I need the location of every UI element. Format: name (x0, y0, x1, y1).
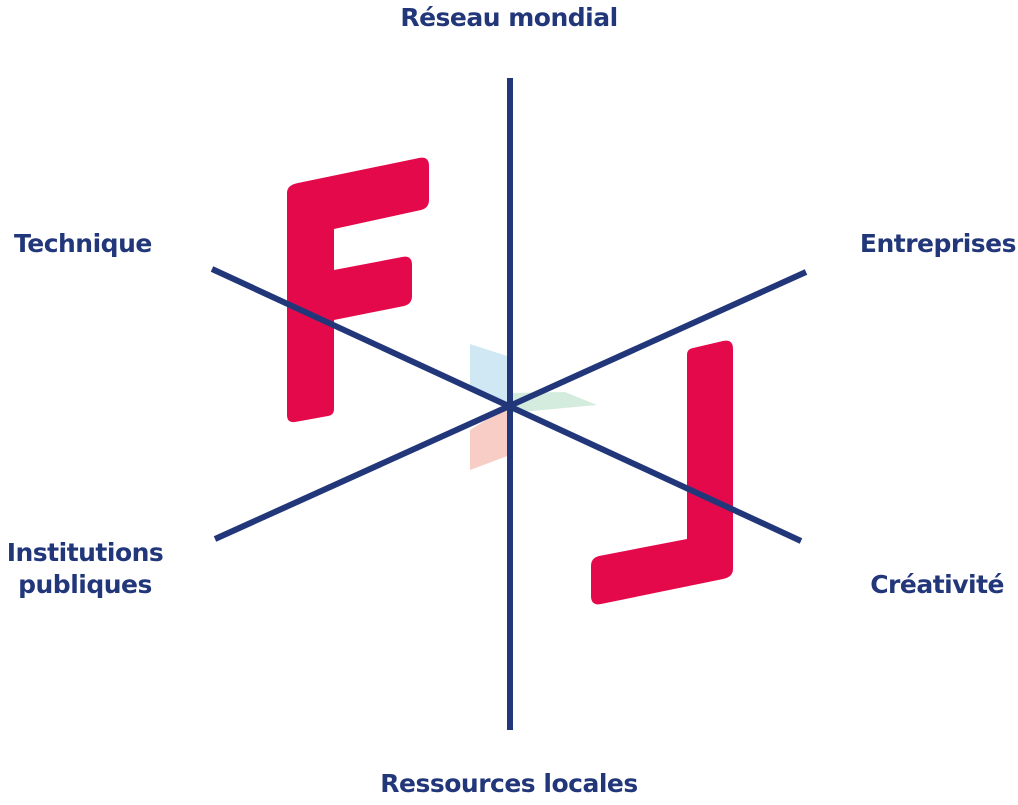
label-technique: Technique (14, 229, 152, 258)
label-institutions-line-2: publiques (18, 570, 152, 599)
label-institutions-publiques: Institutions publiques (2, 537, 168, 601)
logo-letter-f (287, 157, 429, 423)
axes (210, 78, 808, 730)
label-ressources-locales: Ressources locales (380, 769, 638, 798)
label-reseau-mondial: Réseau mondial (400, 3, 618, 32)
label-creativite: Créativité (870, 570, 1004, 599)
label-institutions-line-1: Institutions (6, 538, 164, 567)
center-accent-red (470, 405, 510, 470)
logo-letter-j (591, 340, 733, 605)
label-entreprises: Entreprises (859, 229, 1017, 258)
axis-entreprises-institutions (213, 269, 808, 542)
